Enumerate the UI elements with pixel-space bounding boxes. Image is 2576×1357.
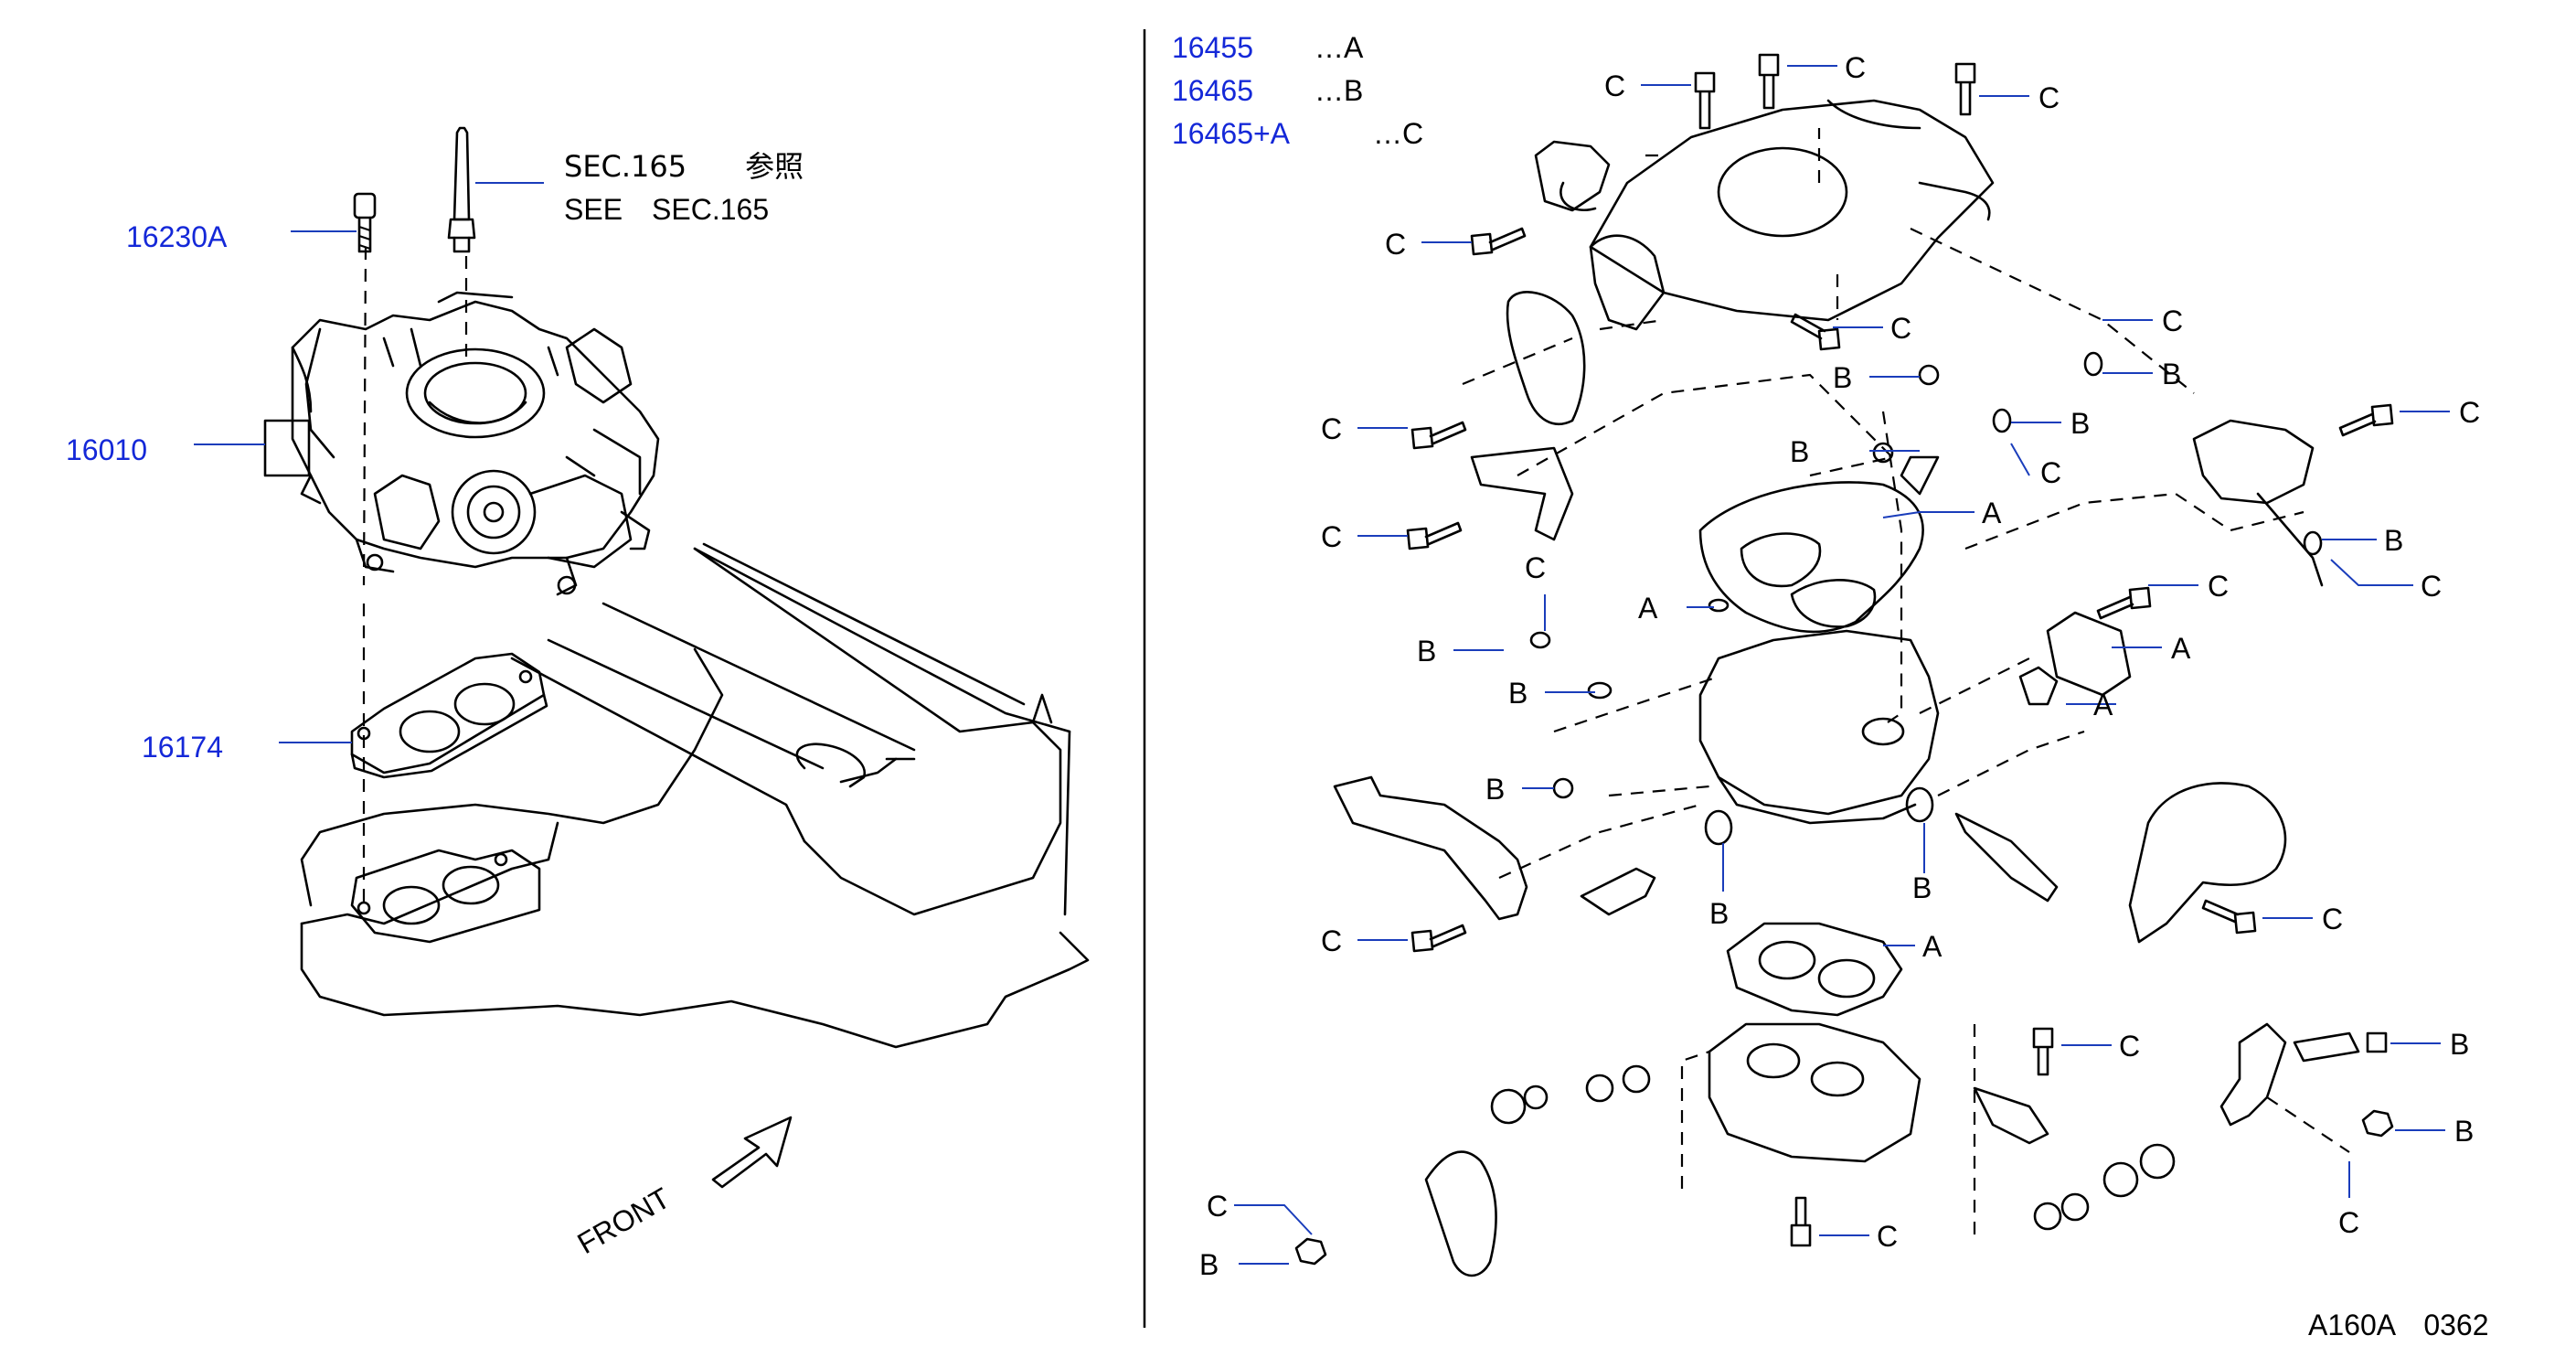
callout-b: B	[1833, 361, 1852, 394]
callout-b: B	[1199, 1248, 1219, 1281]
carburetor-assembly-icon	[263, 291, 660, 596]
callout-c: C	[1321, 924, 1342, 957]
callout-c: C	[1321, 520, 1342, 553]
callout-b: B	[2384, 524, 2403, 557]
legend-part-c[interactable]: 16465+A	[1172, 117, 1291, 150]
diagram-code: A160A 0362	[2308, 1309, 2489, 1341]
callout-c: C	[1845, 51, 1866, 84]
engine-manifold-outline	[300, 542, 1090, 1049]
callout-b: B	[1485, 773, 1505, 806]
callout-c: C	[1385, 228, 1406, 261]
callout-b: B	[1790, 435, 1809, 468]
callout-c: C	[2038, 81, 2060, 114]
callout-c: C	[1525, 551, 1546, 584]
legend: 16455 …A 16465 …B 16465+A …C	[1172, 31, 1423, 150]
callout-c: C	[2421, 570, 2442, 603]
callout-c: C	[2338, 1206, 2359, 1239]
callout-b: B	[2454, 1115, 2474, 1148]
callout-b: B	[2162, 358, 2181, 390]
callout-c: C	[1877, 1220, 1898, 1253]
callout-b: B	[2450, 1028, 2469, 1061]
callout-c: C	[2040, 456, 2061, 489]
insulator-gasket	[350, 652, 548, 779]
right-panel: 16455 …A 16465 …B 16465+A …C	[1172, 31, 2489, 1341]
callout-c: C	[2119, 1030, 2140, 1063]
callout-a: A	[1982, 497, 2002, 529]
callout-c: C	[2322, 903, 2343, 935]
callout-c: C	[1890, 312, 1911, 345]
front-arrow-icon	[711, 1116, 793, 1189]
callout-a: A	[2171, 632, 2191, 665]
part-number-carburetor[interactable]: 16010	[66, 433, 147, 466]
callout-a: A	[1638, 592, 1658, 625]
callout-leaders	[1234, 65, 2450, 1265]
callout-c: C	[1604, 69, 1625, 102]
legend-code-c: …C	[1373, 117, 1423, 150]
legend-part-a[interactable]: 16455	[1172, 31, 1253, 64]
callout-c: C	[1207, 1190, 1228, 1223]
callout-a: A	[2093, 689, 2113, 721]
fuel-rod-icon	[447, 126, 476, 253]
see-note-english: SEE SEC.165	[564, 193, 769, 226]
assembly-dashline-left	[362, 246, 367, 905]
callout-c: C	[2459, 396, 2480, 429]
callout-b: B	[1508, 677, 1528, 710]
mounting-bolt-icon	[353, 192, 377, 253]
callout-c: C	[1321, 412, 1342, 445]
callout-b: B	[2070, 407, 2090, 440]
callout-c: C	[2208, 570, 2229, 603]
callout-b: B	[1709, 897, 1729, 930]
legend-code-a: …A	[1315, 31, 1364, 64]
legend-part-b[interactable]: 16465	[1172, 74, 1253, 107]
part-number-insulator[interactable]: 16174	[142, 731, 223, 764]
callout-b: B	[1912, 871, 1932, 904]
part-number-bolt[interactable]: 16230A	[126, 220, 228, 253]
left-panel: SEC.165 参照 SEE SEC.165 16230A 16010 1617…	[66, 126, 1090, 1260]
exploded-parts	[1294, 53, 2394, 1277]
callout-a: A	[1922, 930, 1943, 963]
callout-letters: C C C C C B C B B C C B C C A B C C A C …	[1199, 51, 2480, 1281]
front-label: FRONT	[572, 1181, 676, 1260]
callout-c: C	[2162, 305, 2183, 337]
see-note-japanese: SEC.165 参照	[564, 149, 804, 184]
callout-b: B	[1417, 635, 1436, 668]
legend-code-b: …B	[1315, 74, 1363, 107]
